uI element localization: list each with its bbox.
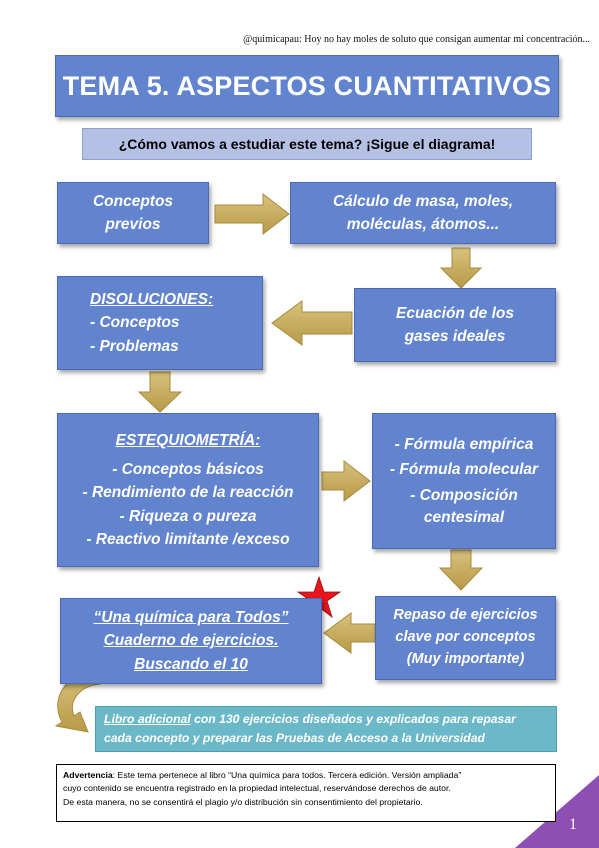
node-repaso: Repaso de ejercicios clave por conceptos…	[375, 596, 556, 680]
node-line: - Fórmula empírica	[394, 435, 534, 453]
arrow-down-icon	[439, 247, 483, 289]
header-note: @quimicapau: Hoy no hay moles de soluto …	[243, 34, 590, 45]
node-line: Cuaderno de ejercicios.	[103, 632, 279, 650]
node-line: Ecuación de los	[395, 304, 514, 322]
arrow-right-icon	[321, 459, 371, 503]
node-line: previos	[105, 216, 161, 233]
node-line: - Rendimiento de la reacción	[82, 484, 294, 502]
arrow-right-icon	[214, 192, 290, 236]
warning-text: : Este tema pertenece al libro “Una quím…	[112, 770, 462, 780]
node-heading: DISOLUCIONES:	[90, 291, 214, 309]
node-line: clave por conceptos	[395, 629, 536, 646]
node-line: “Una química para Todos”	[93, 609, 289, 627]
warning-line-1: Advertencia: Este tema pertenece al libr…	[63, 769, 549, 782]
node-line: - Riqueza o pureza	[119, 507, 257, 525]
warning-line-3: De esta manera, no se consentirá el plag…	[63, 796, 423, 807]
copyright-warning: Advertencia: Este tema pertenece al libr…	[56, 764, 556, 822]
warning-line-2: cuyo contenido se encuentra registrado e…	[63, 783, 451, 794]
page-title: TEMA 5. ASPECTOS CUANTITATIVOS	[55, 55, 559, 117]
node-line: (Muy importante)	[406, 650, 525, 667]
corner-decoration	[515, 775, 599, 848]
bonus-book-box: Libro adicional con 130 ejercicios diseñ…	[95, 706, 557, 752]
node-line: moléculas, átomos...	[346, 216, 500, 233]
bonus-link[interactable]: Libro adicional	[104, 712, 191, 727]
node-line: Cálculo de masa, moles,	[332, 192, 514, 210]
bonus-text: con 130 ejercicios diseñados y explicado…	[190, 712, 516, 727]
diagram-subtitle: ¿Cómo vamos a estudiar este tema? ¡Sigue…	[82, 128, 532, 160]
node-ecuacion-gases: Ecuación de los gases ideales	[354, 288, 556, 362]
node-line: Conceptos	[92, 192, 174, 210]
node-disoluciones: DISOLUCIONES: - Conceptos - Problemas	[57, 276, 263, 370]
node-line: centesimal	[423, 508, 505, 526]
node-line: - Reactivo limitante /exceso	[86, 530, 290, 548]
node-line: - Conceptos básicos	[112, 461, 264, 479]
node-line: - Fórmula molecular	[389, 461, 539, 479]
node-line: Buscando el 10	[134, 655, 248, 673]
node-line: Repaso de ejercicios	[393, 607, 538, 624]
node-heading: ESTEQUIOMETRÍA:	[115, 431, 261, 449]
node-calculo: Cálculo de masa, moles, moléculas, átomo…	[290, 182, 556, 244]
arrow-down-icon	[137, 371, 183, 413]
arrow-left-icon	[271, 300, 353, 346]
arrow-left-icon	[323, 612, 376, 654]
bonus-line-2: cada concepto y preparar las Pruebas de …	[104, 731, 485, 745]
node-line: - Problemas	[90, 337, 179, 355]
node-formulas: - Fórmula empírica - Fórmula molecular -…	[372, 413, 556, 549]
node-libro: “Una química para Todos” Cuaderno de eje…	[60, 598, 322, 684]
arrow-down-icon	[438, 549, 484, 591]
node-line: - Conceptos	[90, 314, 180, 332]
bonus-line-1: Libro adicional con 130 ejercicios diseñ…	[104, 710, 548, 729]
node-line: - Composición	[410, 487, 518, 504]
node-conceptos-previos: Conceptos previos	[57, 182, 209, 244]
node-line: gases ideales	[404, 328, 506, 345]
page-number: 1	[569, 816, 577, 833]
node-estequiometria: ESTEQUIOMETRÍA: - Conceptos básicos - Re…	[57, 413, 319, 567]
warning-label: Advertencia	[63, 770, 113, 780]
